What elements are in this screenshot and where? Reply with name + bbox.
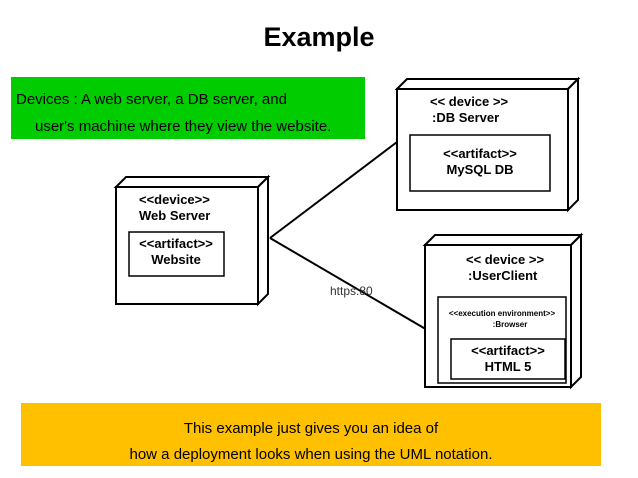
devices-note: Devices : A web server, a DB server, and… [11,77,365,139]
devices-note-line-1: Devices : A web server, a DB server, and [16,91,287,108]
connection-label: https:80 [330,284,373,298]
html5-artifact-stereotype: <<artifact>> [471,343,545,358]
slide-title: Example [263,22,375,52]
website-artifact-stereotype: <<artifact>> [139,236,213,251]
mysql-artifact-name: MySQL DB [447,162,514,177]
connector-web-client [269,237,442,339]
node-db-server [394,76,581,213]
browser-env-name: :Browser [493,320,528,329]
user-client-name: :UserClient [468,268,538,283]
html5-artifact-name: HTML 5 [485,359,532,374]
summary-note-line-1: This example just gives you an idea of [183,420,439,437]
db-server-stereotype: << device >> [430,94,508,109]
node-web-server [113,174,271,307]
summary-note-line-2: how a deployment looks when using the UM… [129,446,493,463]
web-server-stereotype: <<device>> [139,192,210,207]
devices-note-line-2: user's machine where they view the websi… [35,118,332,135]
summary-note: This example just gives you an idea of h… [21,403,601,466]
website-artifact-name: Website [151,252,201,267]
web-server-name: Web Server [139,208,210,223]
user-client-stereotype: << device >> [466,252,544,267]
node-user-client [422,232,584,390]
mysql-artifact-stereotype: <<artifact>> [443,146,517,161]
browser-env-stereotype: <<execution environment>> [449,309,556,318]
connector-web-db [269,141,398,239]
db-server-name: :DB Server [432,110,499,125]
